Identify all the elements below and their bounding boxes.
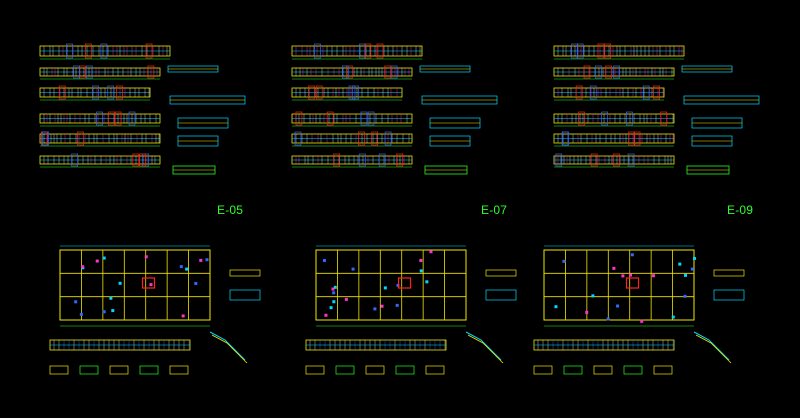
beam-details-sheet-e09[interactable] [552,36,792,176]
beam-details-drawing [553,43,760,175]
beam-details-drawing [39,43,246,175]
beam-details-sheet-e05[interactable] [38,36,278,176]
beam-details-sheet-e07[interactable] [290,36,530,176]
floor-plan-drawing [49,245,261,375]
floor-plan-drawing [305,245,517,375]
sheet-label-e09: E-09 [727,203,754,217]
sheet-label-e07: E-07 [481,203,508,217]
floor-plan-sheet-3[interactable] [524,240,764,400]
floor-plan-drawing [533,245,745,375]
beam-details-drawing [291,43,498,175]
floor-plan-sheet-2[interactable] [296,240,536,400]
sheet-label-e05: E-05 [217,203,244,217]
floor-plan-sheet-1[interactable] [40,240,280,400]
